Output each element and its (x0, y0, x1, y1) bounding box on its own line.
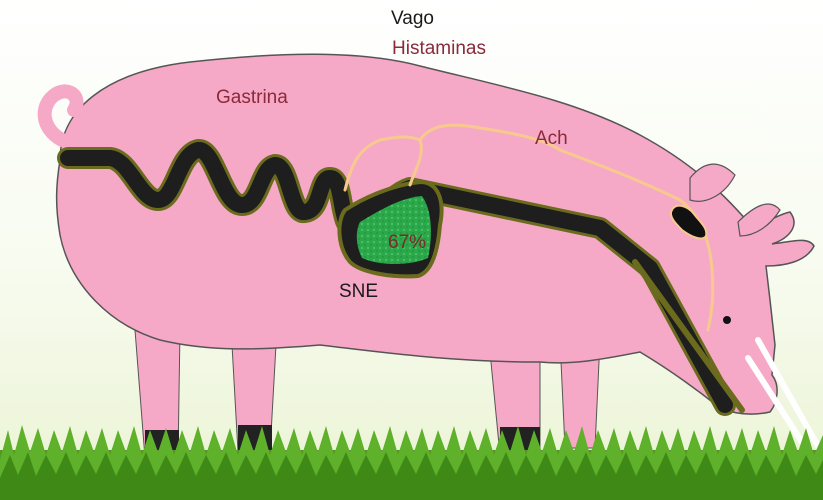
label-ach: Ach (535, 128, 568, 150)
label-sne: SNE (339, 281, 378, 303)
label-gastrina: Gastrina (216, 87, 288, 109)
label-histaminas: Histaminas (392, 38, 486, 60)
pig-eye (723, 316, 731, 324)
label-vago: Vago (391, 8, 434, 30)
stomach-fill-label: 67% (388, 232, 426, 254)
